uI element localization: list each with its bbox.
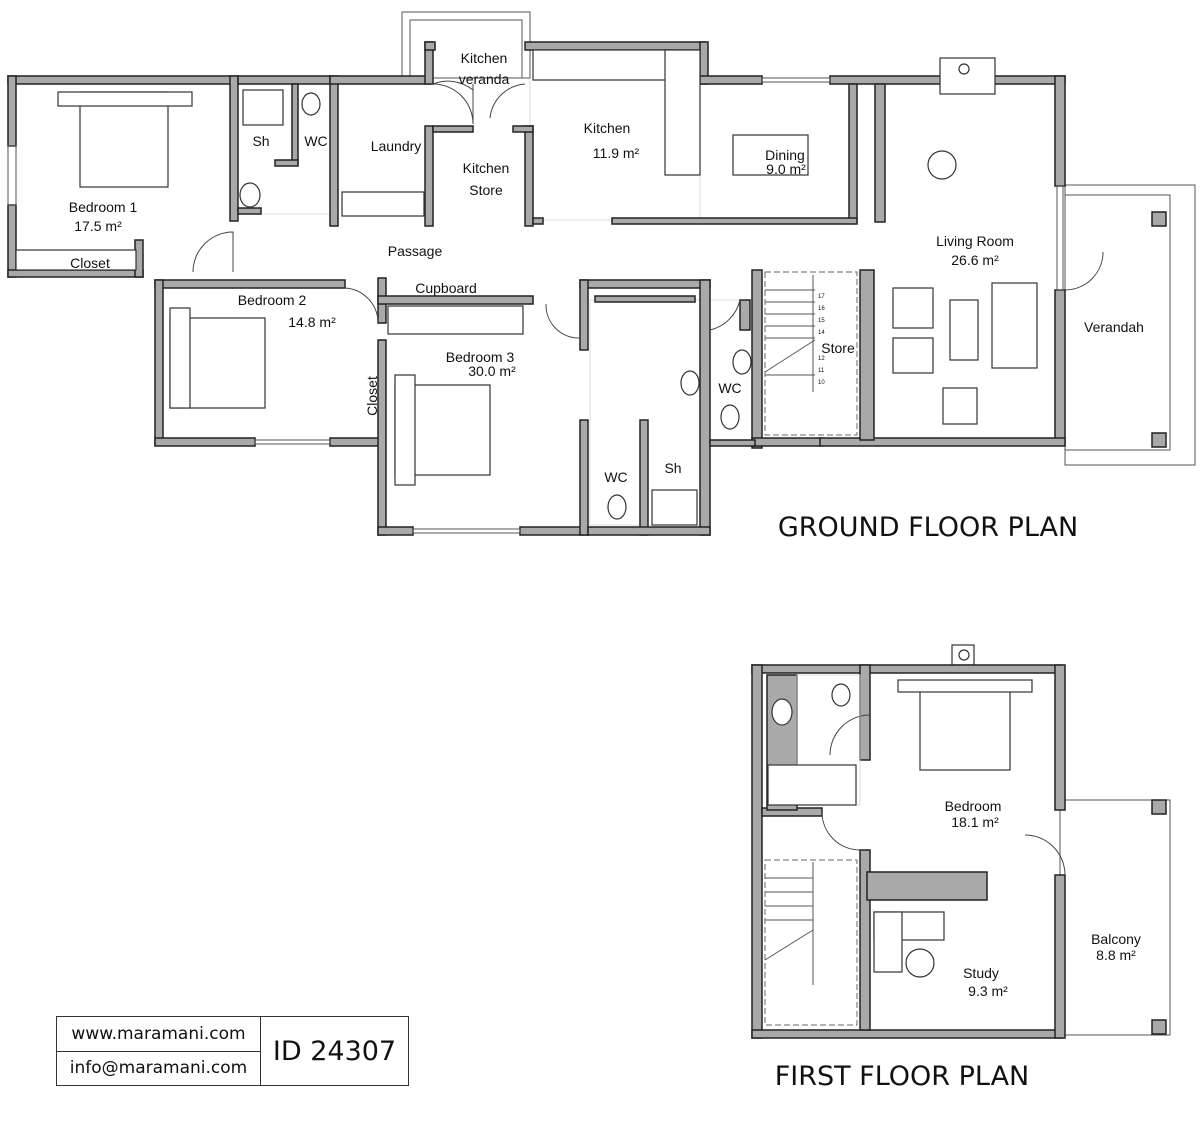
label-sh1: Sh bbox=[252, 133, 269, 149]
label-cupboard: Cupboard bbox=[415, 280, 477, 296]
email-link[interactable]: info@maramani.com bbox=[57, 1050, 260, 1086]
area-dining: 9.0 m² bbox=[766, 161, 806, 177]
label-kitchen: Kitchen bbox=[584, 120, 631, 136]
label-kitchen-store: Kitchen bbox=[463, 160, 510, 176]
label-kitchen-store-2: Store bbox=[469, 182, 503, 198]
sofa bbox=[991, 282, 1038, 369]
label-wc2: WC bbox=[604, 469, 627, 485]
room-labels: Bedroom 1 17.5 m² Closet Sh WC Laundry K… bbox=[69, 50, 1144, 485]
first-floor-stairs bbox=[764, 859, 858, 1026]
label-wc3: WC bbox=[718, 380, 741, 396]
label-laundry: Laundry bbox=[371, 138, 422, 154]
doors bbox=[192, 80, 1104, 339]
area-bedroom2: 14.8 m² bbox=[288, 314, 336, 330]
label-closet3: Closet bbox=[364, 376, 380, 416]
area-living-room: 26.6 m² bbox=[951, 252, 999, 268]
ground-stairs: 17 16 15 14 12 11 10 bbox=[764, 271, 858, 436]
label-store: Store bbox=[821, 340, 855, 356]
ground-floor-plan: 17 16 15 14 12 11 10 Bedroom 1 17.5 m² C… bbox=[7, 11, 1196, 543]
stair-number: 17 bbox=[818, 294, 825, 300]
area-balcony: 8.8 m² bbox=[1096, 947, 1136, 963]
label-bedroom: Bedroom bbox=[945, 798, 1002, 814]
bed-first-floor bbox=[919, 684, 1011, 771]
label-kitchen-veranda: Kitchen bbox=[461, 50, 508, 66]
kitchen-counter bbox=[532, 49, 674, 81]
bathtub bbox=[767, 764, 857, 806]
stair-number: 12 bbox=[818, 356, 825, 362]
info-box: www.maramani.com info@maramani.com ID 24… bbox=[56, 1016, 409, 1086]
label-sh2: Sh bbox=[664, 460, 681, 476]
label-bedroom3: Bedroom 3 bbox=[446, 349, 515, 365]
ground-floor-title: GROUND FLOOR PLAN bbox=[778, 512, 1078, 543]
stair-number: 15 bbox=[818, 318, 825, 324]
stair-number: 10 bbox=[818, 380, 825, 386]
label-study: Study bbox=[963, 965, 999, 981]
area-study: 9.3 m² bbox=[968, 983, 1008, 999]
stair-number: 16 bbox=[818, 306, 825, 312]
label-verandah: Verandah bbox=[1084, 319, 1144, 335]
label-bedroom1: Bedroom 1 bbox=[69, 199, 138, 215]
label-closet1: Closet bbox=[70, 255, 110, 271]
website-link[interactable]: www.maramani.com bbox=[71, 1023, 246, 1044]
label-wc1: WC bbox=[304, 133, 327, 149]
stair-number: 11 bbox=[818, 368, 825, 374]
area-bedroom: 18.1 m² bbox=[951, 814, 999, 830]
plan-id: ID 24307 bbox=[272, 1035, 397, 1067]
area-kitchen: 11.9 m² bbox=[593, 145, 640, 161]
windows bbox=[7, 77, 1064, 534]
furniture bbox=[15, 49, 1038, 526]
cupboard-unit bbox=[387, 305, 524, 335]
first-floor-plan: Bedroom 18.1 m² Study 9.3 m² Balcony 8.8… bbox=[751, 644, 1171, 1092]
area-bedroom1: 17.5 m² bbox=[74, 218, 122, 234]
label-bedroom2: Bedroom 2 bbox=[238, 292, 307, 308]
stair-number: 14 bbox=[818, 330, 825, 336]
dining-table bbox=[732, 134, 809, 176]
label-living-room: Living Room bbox=[936, 233, 1014, 249]
first-floor-title: FIRST FLOOR PLAN bbox=[775, 1061, 1030, 1092]
label-dining: Dining bbox=[765, 147, 805, 163]
first-floor-walls bbox=[751, 664, 1066, 1039]
verandah-outline bbox=[401, 11, 1196, 466]
label-balcony: Balcony bbox=[1091, 931, 1141, 947]
label-passage: Passage bbox=[388, 243, 443, 259]
label-kitchen-veranda-2: veranda bbox=[459, 71, 510, 87]
area-bedroom3: 30.0 m² bbox=[468, 363, 516, 379]
closet-bedroom1 bbox=[15, 249, 137, 271]
